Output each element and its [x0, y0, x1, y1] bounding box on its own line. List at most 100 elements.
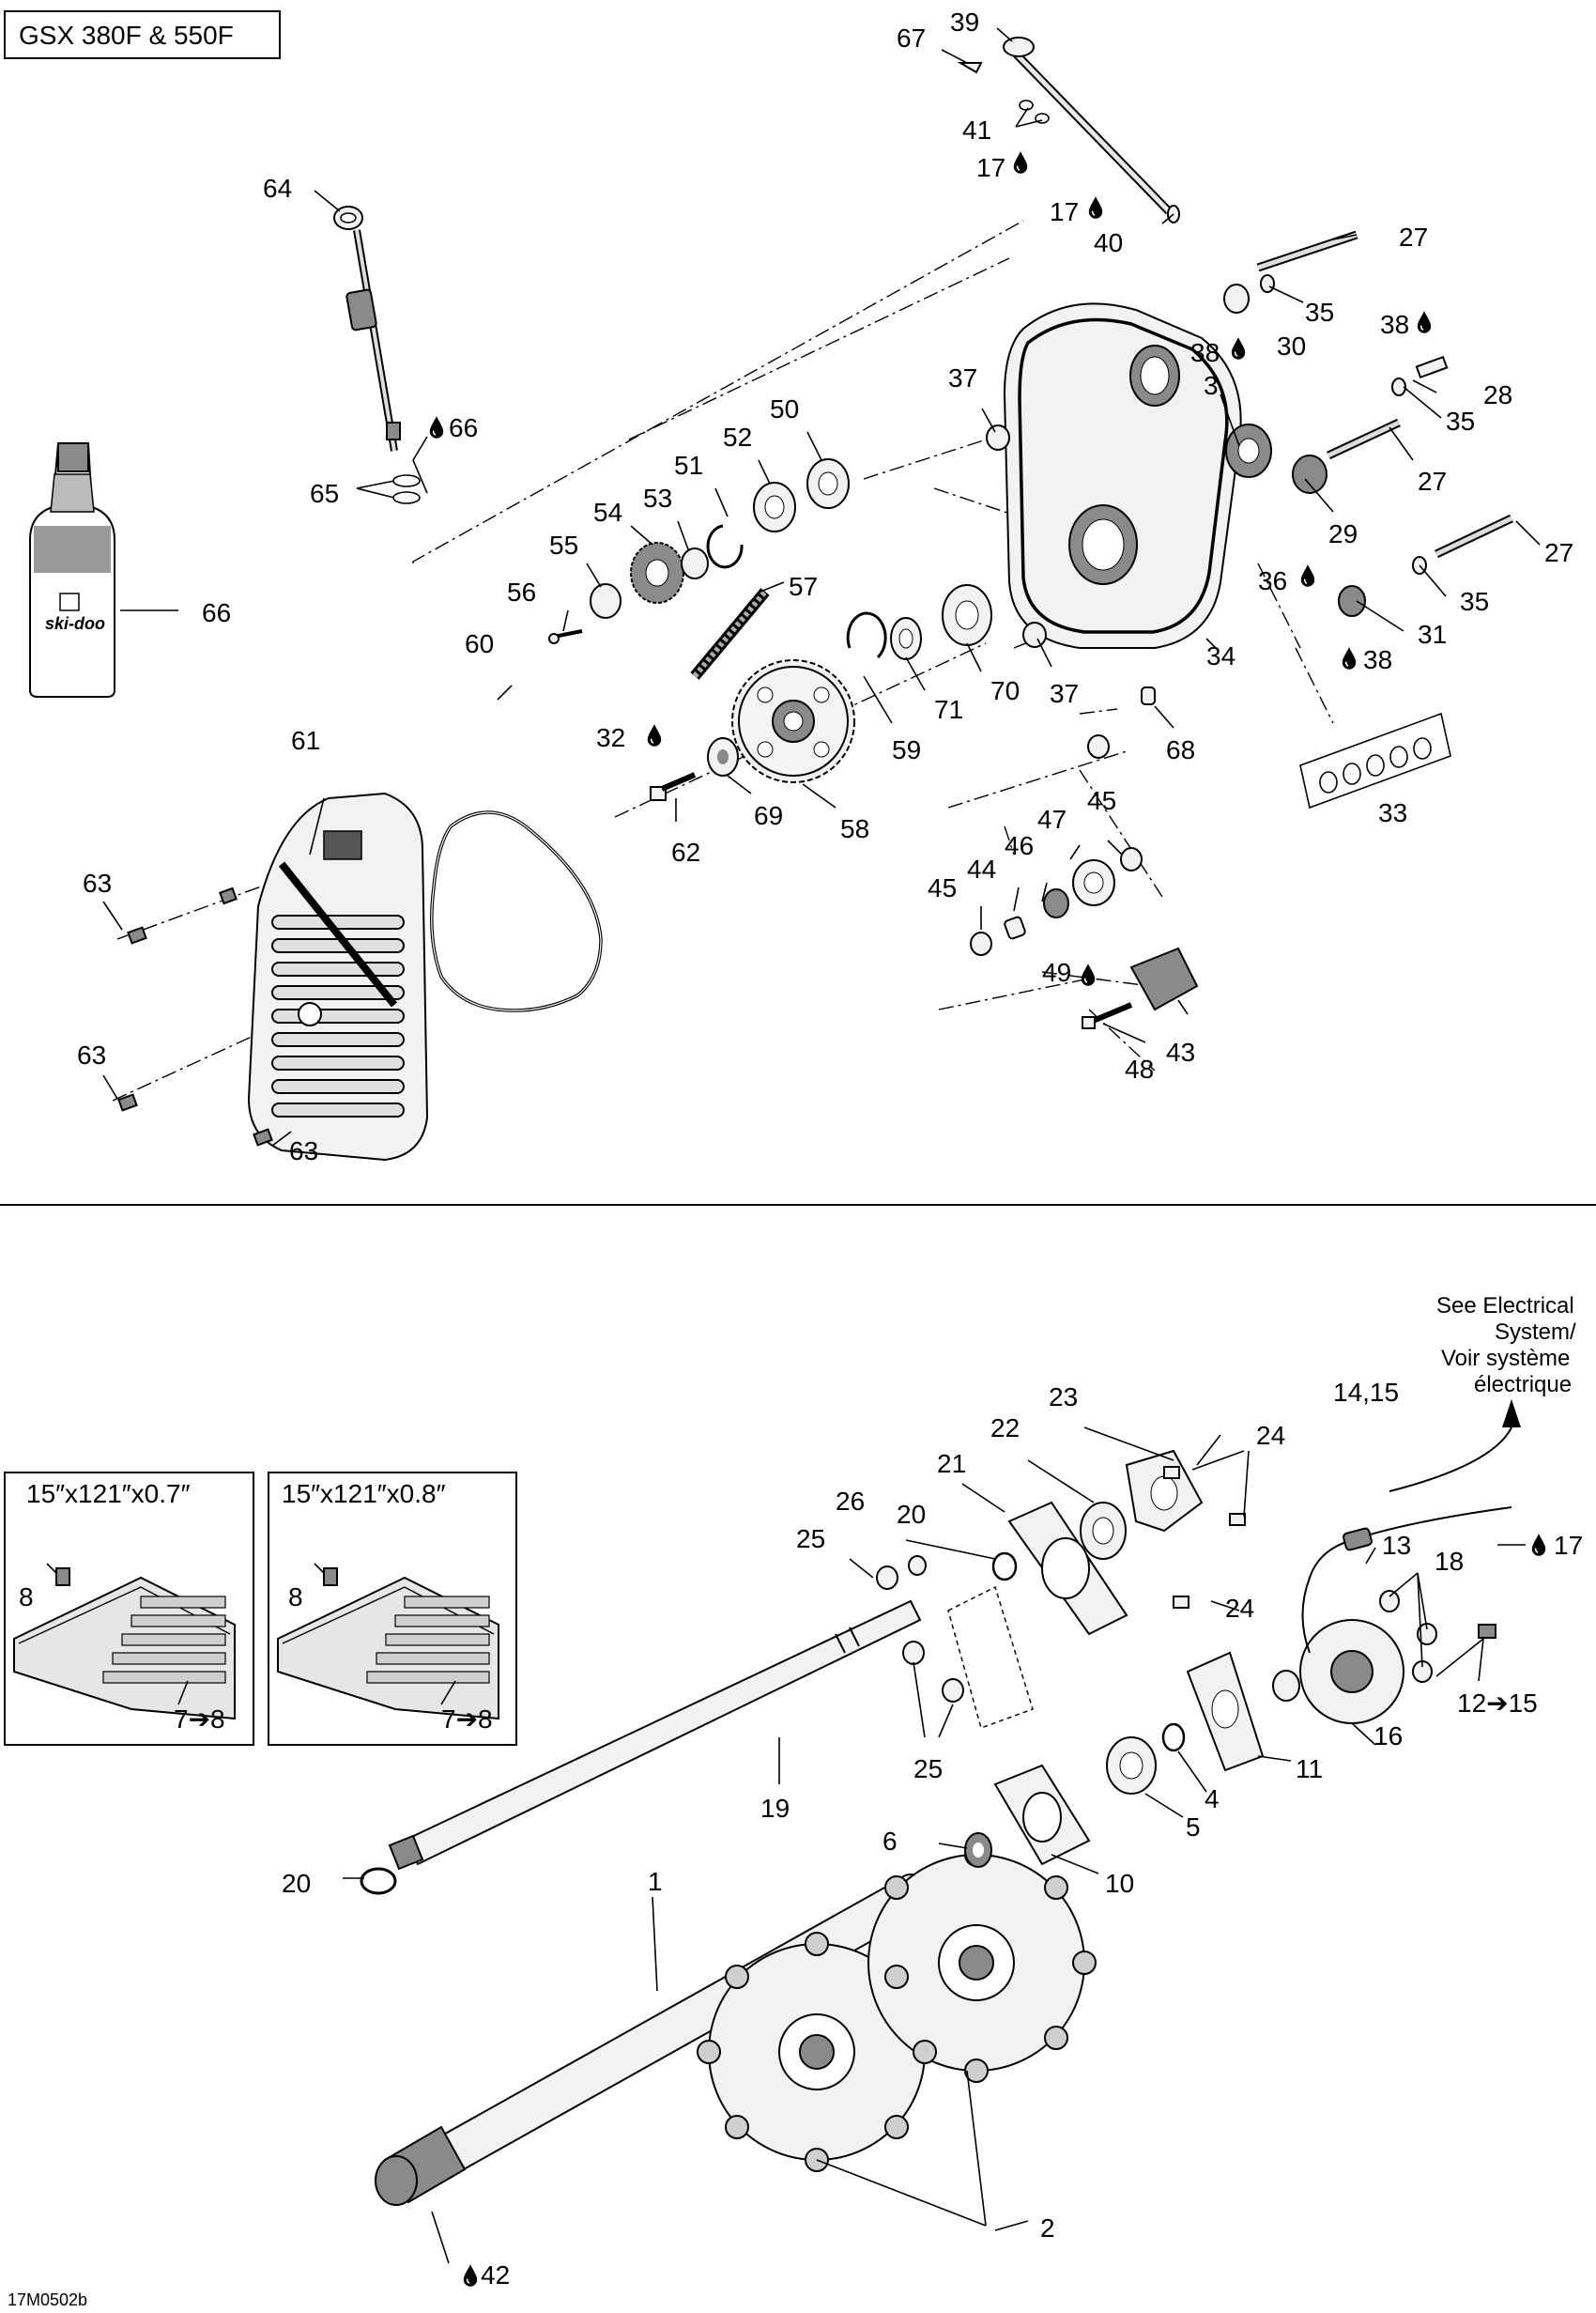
title-box: GSX 380F & 550F	[4, 10, 281, 59]
part-10-flange	[993, 1764, 1091, 1866]
callout-6: 6	[882, 1827, 898, 1856]
callout-23: 23	[1049, 1382, 1078, 1411]
callout-48: 48	[1125, 1055, 1154, 1084]
callout-41: 41	[962, 116, 991, 145]
part-13-sensor	[1301, 1506, 1512, 1654]
part-58-sprocket	[731, 659, 855, 783]
electrical-note-line-1: See Electrical	[1436, 1293, 1574, 1318]
track-variant-2-label: 15″x121″x0.8″	[282, 1479, 446, 1508]
part-52-bearing	[753, 482, 796, 532]
part-39-shift-rod	[1003, 37, 1180, 224]
callout-10: 10	[1105, 1869, 1134, 1898]
part-25-nuts	[876, 1565, 964, 1703]
callout-60: 60	[465, 629, 494, 658]
part-41-oring	[1019, 100, 1050, 124]
callout-45: 45	[928, 873, 957, 902]
part-51-circlip	[706, 524, 744, 569]
part-71-washer	[890, 617, 922, 660]
callout-53: 53	[643, 484, 672, 513]
callout-18: 18	[1435, 1547, 1464, 1576]
callout-64: 64	[263, 174, 292, 203]
callout-56: 56	[507, 578, 536, 607]
part-64-dipstick	[333, 206, 401, 452]
callout-22: 22	[990, 1413, 1020, 1442]
part-33-shims	[1299, 712, 1451, 810]
callout-27: 27	[1418, 467, 1447, 496]
part-2-drive-sprockets	[697, 1843, 1097, 2172]
callout-66: 66	[202, 598, 231, 627]
part-27-bolts	[1256, 230, 1513, 559]
part-5-bearing	[1106, 1736, 1157, 1795]
callout-31: 31	[1418, 620, 1447, 649]
part-17-fitting	[1478, 1624, 1496, 1639]
part-43-bracket	[1129, 947, 1199, 1011]
callout-61: 61	[291, 726, 320, 755]
part-56-pin	[548, 629, 583, 644]
callout-33: 33	[1378, 798, 1407, 827]
callout-4: 4	[1205, 1784, 1220, 1813]
callout-63: 63	[83, 869, 112, 898]
callout-27: 27	[1544, 538, 1573, 567]
callout-45: 45	[1087, 786, 1116, 815]
callout-27: 27	[1399, 223, 1428, 252]
callout-2: 2	[1040, 2213, 1055, 2243]
part-11-plate	[1186, 1651, 1265, 1772]
callout-35: 35	[1446, 407, 1475, 436]
part-34-chaincase	[1003, 302, 1242, 649]
part-18-nuts	[1379, 1590, 1437, 1683]
oil-drop-icon	[428, 415, 445, 439]
callout-17: 17	[1554, 1531, 1583, 1560]
callout-54: 54	[593, 498, 622, 527]
callout-50: 50	[770, 394, 799, 424]
callout-42: 42	[481, 2260, 510, 2290]
part-46-bearing	[1043, 888, 1069, 918]
callout-52: 52	[723, 423, 752, 452]
electrical-system-note: See Electrical System/ Voir système élec…	[1436, 1293, 1576, 1397]
part-67-clip	[957, 62, 983, 74]
part-68-dowel	[1141, 686, 1156, 705]
callout-17: 17	[976, 153, 1005, 182]
callout-63: 63	[289, 1136, 318, 1165]
callout-38: 38	[1380, 310, 1409, 339]
callout-25: 25	[913, 1754, 943, 1783]
callout-46: 46	[1005, 831, 1034, 860]
callout-20: 20	[897, 1500, 926, 1529]
part-48-bolt	[1082, 1002, 1133, 1029]
callout-3: 3	[1204, 371, 1219, 400]
callout-68: 68	[1166, 735, 1195, 764]
oil-drop-icon	[1341, 646, 1358, 671]
callout-25: 25	[796, 1524, 825, 1553]
part-54-gear	[630, 542, 684, 604]
part-31-nut	[1338, 585, 1366, 617]
oil-drop-icon	[1087, 195, 1104, 220]
callout-40: 40	[1094, 228, 1123, 257]
callout-20: 20	[282, 1869, 311, 1898]
callout-17: 17	[1050, 197, 1079, 226]
callout-71: 71	[934, 695, 963, 724]
part-26-washer	[908, 1555, 927, 1576]
callout-29: 29	[1328, 519, 1358, 548]
callout-24: 24	[1256, 1421, 1285, 1450]
callout-5: 5	[1186, 1812, 1201, 1842]
callout-14-15: 14,15	[1333, 1378, 1399, 1407]
part-66-oil-bottle: ski-doo	[29, 442, 115, 698]
callout-69: 69	[754, 801, 783, 830]
oil-drop-icon	[1230, 336, 1247, 361]
oil-drop-icon	[1530, 1533, 1547, 1557]
callout-70: 70	[990, 676, 1020, 705]
bottle-brand-text: ski-doo	[45, 614, 105, 633]
track-variant-box-1: 15″x121″x0.7″	[4, 1472, 254, 1746]
part-3-seal	[1225, 424, 1272, 478]
part-23-plate	[1125, 1449, 1204, 1533]
callout-34: 34	[1206, 641, 1235, 671]
callout-37: 37	[948, 363, 977, 393]
part-20-circlip-lower	[360, 1867, 397, 1895]
callout-38: 38	[1363, 645, 1392, 674]
oil-drop-icon	[1012, 150, 1029, 175]
callout-66: 66	[449, 413, 478, 442]
callout-39: 39	[950, 8, 979, 37]
oil-drop-icon	[462, 2263, 479, 2288]
callout-28: 28	[1483, 380, 1512, 409]
callout-35: 35	[1460, 587, 1489, 616]
